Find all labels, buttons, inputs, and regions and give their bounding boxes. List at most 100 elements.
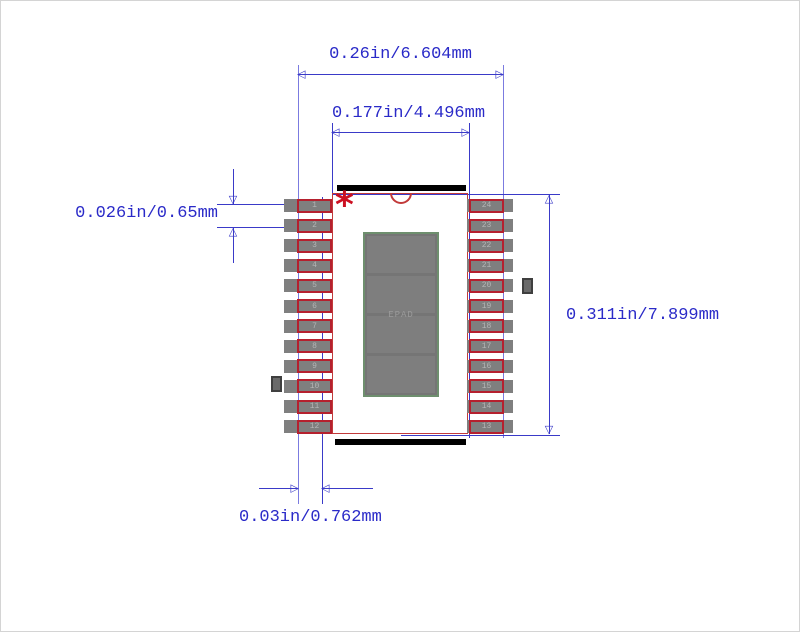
dimension-line [322,488,373,489]
body-bottom-bar [335,439,466,445]
dimension-arrowhead-down-icon: ▽ [228,193,238,206]
pin-lead-outline-left-3: 3 [297,238,332,253]
dimension-arrowhead-left-icon: ◁ [297,67,306,81]
dimension-line [332,194,560,195]
pin-lead-outline-left-8: 8 [297,339,332,354]
pin-lead-outline-left-2: 2 [297,218,332,233]
dimension-arrowhead-down-icon: ▽ [544,423,554,436]
pin-pad-left-2 [284,219,330,233]
pin-number: 6 [312,301,317,311]
pin-lead-outline-right-24: 24 [469,198,504,213]
pin-pad-left-11 [284,400,330,413]
pin-pad-left-7 [284,319,330,333]
pin-pad-left-5 [284,279,330,293]
pin-lead-outline-right-23: 23 [469,218,504,233]
pin-lead-outline-left-10: 10 [297,379,332,394]
pin-pad-right-22 [467,239,513,253]
dimension-arrowhead-right-icon: ▷ [290,481,299,495]
pin-lead-outline-left-11: 11 [297,399,332,414]
pin-lead-outline-left-4: 4 [297,258,332,273]
pin-lead-outline-right-13: 13 [469,419,504,434]
pin-lead-outline-right-20: 20 [469,278,504,293]
dimension-arrowhead-up-icon: △ [544,192,554,205]
pin-lead-outline-right-21: 21 [469,258,504,273]
pin-pad-left-8 [284,339,330,353]
pin-pad-right-16 [467,359,513,373]
epad-label: EPAD [388,309,414,320]
dimension-label-lead-length: 0.03in/0.762mm [239,508,382,527]
pin-lead-outline-left-1: 1 [297,198,332,213]
pin-lead-outline-left-12: 12 [297,419,332,434]
pin-lead-outline-right-18: 18 [469,319,504,334]
pin-pad-right-20 [467,279,513,293]
pin-lead-outline-right-14: 14 [469,399,504,414]
dimension-line [332,132,469,133]
pin-pad-right-24 [467,199,513,212]
dimension-arrowhead-left-icon: ◁ [331,125,340,139]
pin-number: 17 [481,341,492,351]
pin-number: 8 [312,341,317,351]
pin-number: 18 [481,321,492,331]
dimension-label-inner-body-width: 0.177in/4.496mm [332,104,486,123]
orientation-marker-left [271,376,282,392]
pin-number: 24 [481,201,492,210]
dimension-arrowhead-left-icon: ◁ [321,481,330,495]
dimension-arrowhead-right-icon: ▷ [461,125,470,139]
pin-pad-right-21 [467,259,513,273]
pin-number: 20 [481,281,492,291]
epad: EPAD [363,232,439,397]
pin-lead-outline-left-6: 6 [297,299,332,313]
pin-number: 23 [481,221,492,231]
pin-number: 9 [312,361,317,371]
epad-strip [367,236,435,273]
pin-pad-right-15 [467,379,513,393]
pin-number: 21 [481,261,492,271]
pin-lead-outline-right-19: 19 [469,299,504,313]
pin-pad-right-23 [467,219,513,233]
dimension-arrowhead-right-icon: ▷ [495,67,504,81]
dimension-label-outer-lead-span: 0.26in/6.604mm [329,45,472,64]
pin-number: 7 [312,321,317,331]
epad-strip [367,276,435,313]
dimension-line [401,435,560,436]
pin-pad-right-19 [467,299,513,313]
body-top-bar [337,185,466,191]
pin-lead-outline-right-15: 15 [469,379,504,394]
epad-strip [367,316,435,353]
pin-number: 19 [481,301,492,311]
pin-number: 1 [312,201,317,210]
extension-line [233,169,234,204]
epad-strip [367,356,435,393]
dimension-label-body-height: 0.311in/7.899mm [566,306,720,325]
pin-pad-left-1 [284,199,330,212]
dimension-line [217,227,314,228]
dimension-line [217,204,314,205]
pin-lead-outline-right-22: 22 [469,238,504,253]
pin-pad-left-9 [284,359,330,373]
pin-number: 12 [309,422,320,432]
pin-pad-right-17 [467,339,513,353]
extension-line [331,123,333,193]
pin-number: 16 [481,361,492,371]
dimension-line [298,74,503,75]
pin-lead-outline-left-9: 9 [297,359,332,374]
pin-lead-outline-right-17: 17 [469,339,504,354]
pin-pad-right-18 [467,319,513,333]
pin-pad-left-12 [284,420,330,434]
pin-number: 5 [312,281,317,291]
extension-line [233,227,234,263]
pin-pad-right-14 [467,400,513,413]
pin-lead-outline-left-7: 7 [297,319,332,334]
pin-pad-left-3 [284,239,330,253]
pin-lead-outline-right-16: 16 [469,359,504,374]
pin-pad-left-4 [284,259,330,273]
pin-pad-right-13 [467,420,513,434]
dimension-arrowhead-up-icon: △ [228,225,238,238]
pin-number: 11 [309,402,320,411]
dimension-label-pin-pitch: 0.026in/0.65mm [75,204,218,223]
pin-number: 15 [481,381,492,391]
pin-number: 2 [312,221,317,231]
dimension-line [259,488,298,489]
pin-number: 10 [309,381,320,391]
